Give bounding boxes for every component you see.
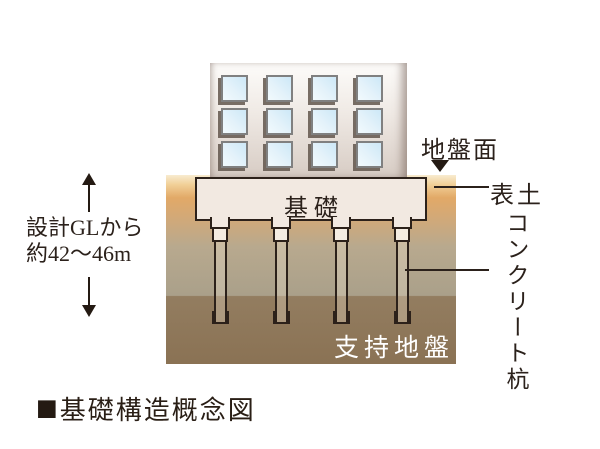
building-window [221, 75, 248, 102]
topsoil-label: 表土 [490, 183, 544, 209]
building-window [311, 108, 338, 135]
building-window [311, 75, 338, 102]
building-window [266, 75, 293, 102]
building-window [266, 108, 293, 135]
depth-note-line1: 設計GLから [26, 215, 144, 240]
building-window [266, 141, 293, 168]
building-facade [210, 63, 407, 177]
caption-text: 基礎構造概念図 [59, 396, 256, 425]
down-triangle-icon [431, 160, 449, 172]
building-window [221, 108, 248, 135]
supporting-ground-label: 支持地盤 [333, 335, 454, 362]
depth-note: 設計GLから 約42〜46m [26, 215, 143, 267]
caption: ■ 基礎構造概念図 [36, 390, 256, 427]
building-window [356, 108, 383, 135]
building-window [311, 141, 338, 168]
caption-bullet-icon: ■ [36, 395, 58, 421]
down-arrow-icon [82, 305, 96, 317]
up-arrow-icon [82, 173, 96, 185]
pile-foot [211, 311, 229, 324]
topsoil-leader-line [434, 186, 489, 188]
depth-note-line2: 約42〜46m [26, 241, 132, 266]
foundation-label: 基礎 [284, 196, 344, 222]
concrete-pile-leader-line [405, 269, 489, 271]
building-window [356, 75, 383, 102]
foundation-slab: 基礎 [195, 177, 427, 222]
building-window [221, 141, 248, 168]
building-window [356, 141, 383, 168]
down-arrow-shaft [88, 277, 90, 305]
pile-foot [393, 311, 411, 324]
ground-surface-label: 地盤面 [421, 138, 499, 164]
concrete-pile-label: コンクリート杭 [503, 211, 528, 393]
pile-foot [332, 311, 350, 324]
up-arrow-shaft [88, 184, 90, 212]
pile-foot [272, 311, 290, 324]
